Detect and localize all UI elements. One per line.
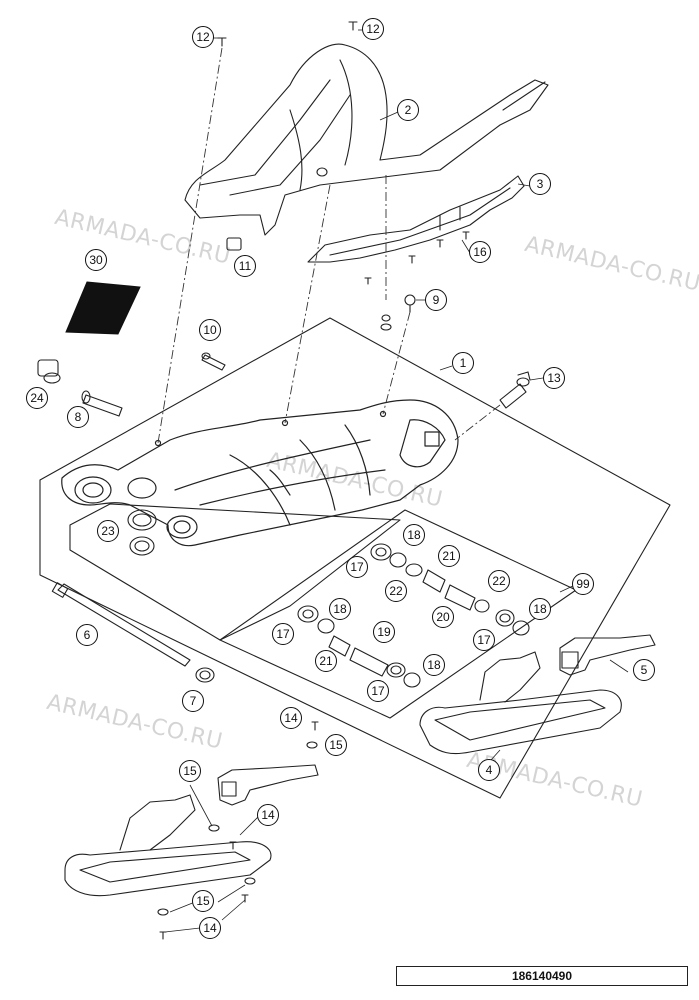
callout-30: 30 [85, 249, 107, 271]
assembly-line [454, 404, 501, 441]
callout-5: 5 [633, 659, 655, 681]
reference-number: 186140490 [396, 966, 688, 986]
callout-15: 15 [192, 890, 214, 912]
chain-guard [184, 43, 549, 236]
pivot-pin-13 [499, 371, 531, 409]
leader-line [169, 901, 196, 913]
decal-30 [65, 281, 141, 335]
screws-16 [364, 231, 470, 285]
bolt-10 [201, 352, 226, 371]
leader-line [529, 377, 544, 381]
seals-23 [127, 509, 157, 556]
callout-20: 20 [432, 606, 454, 628]
assembly-line [157, 47, 223, 444]
callout-17: 17 [367, 680, 389, 702]
swingarm-axle [51, 582, 215, 683]
callout-1: 1 [452, 352, 474, 374]
bolt-8 [81, 390, 123, 417]
callout-24: 24 [26, 387, 48, 409]
leader-line [517, 183, 531, 187]
bearing-set-upper [370, 543, 530, 636]
leader-line [379, 111, 399, 121]
callout-12: 12 [192, 26, 214, 48]
callout-9: 9 [425, 289, 447, 311]
leader-line [189, 784, 213, 827]
swingarm [61, 399, 459, 547]
callout-14: 14 [280, 707, 302, 729]
callout-16: 16 [469, 241, 491, 263]
bearing-set-lower [297, 605, 421, 688]
callout-17: 17 [346, 556, 368, 578]
callout-18: 18 [329, 598, 351, 620]
callout-6: 6 [76, 624, 98, 646]
callout-99: 99 [572, 573, 594, 595]
callout-4: 4 [478, 759, 500, 781]
callout-13: 13 [543, 367, 565, 389]
callout-18: 18 [423, 654, 445, 676]
assembly-line [284, 184, 331, 424]
leader-line [217, 884, 246, 903]
callout-8: 8 [67, 406, 89, 428]
callout-7: 7 [182, 690, 204, 712]
callout-18: 18 [403, 524, 425, 546]
leader-line [221, 899, 246, 921]
leader-line [461, 239, 471, 254]
assembly-outline [39, 317, 671, 799]
callout-21: 21 [438, 545, 460, 567]
leader-line [609, 659, 629, 673]
callout-17: 17 [272, 623, 294, 645]
callout-15: 15 [325, 734, 347, 756]
chain-guide [559, 634, 656, 676]
leader-line [239, 814, 261, 836]
callout-12: 12 [362, 18, 384, 40]
chain-slider [307, 175, 525, 263]
callout-22: 22 [385, 580, 407, 602]
chain-slider-lower-view [64, 764, 319, 897]
callout-23: 23 [97, 520, 119, 542]
callout-11: 11 [234, 255, 256, 277]
callout-17: 17 [473, 629, 495, 651]
bolt-12b [348, 21, 358, 31]
callout-22: 22 [488, 570, 510, 592]
leader-line [164, 927, 201, 933]
callout-14: 14 [199, 917, 221, 939]
washer-9b [380, 314, 392, 331]
bolt-9 [404, 294, 416, 313]
callout-14: 14 [257, 804, 279, 826]
bolt-12a [217, 37, 227, 47]
callout-19: 19 [373, 621, 395, 643]
callout-21: 21 [315, 650, 337, 672]
bearing-kit-outline [69, 503, 401, 641]
callout-10: 10 [199, 319, 221, 341]
cap-24 [37, 359, 61, 384]
leader-line [439, 365, 453, 371]
assembly-line [382, 311, 411, 415]
callout-15: 15 [179, 760, 201, 782]
callout-2: 2 [397, 99, 419, 121]
callout-18: 18 [529, 598, 551, 620]
sleeve-11 [226, 237, 242, 251]
callout-3: 3 [529, 173, 551, 195]
lower-chain-slider [419, 651, 622, 755]
